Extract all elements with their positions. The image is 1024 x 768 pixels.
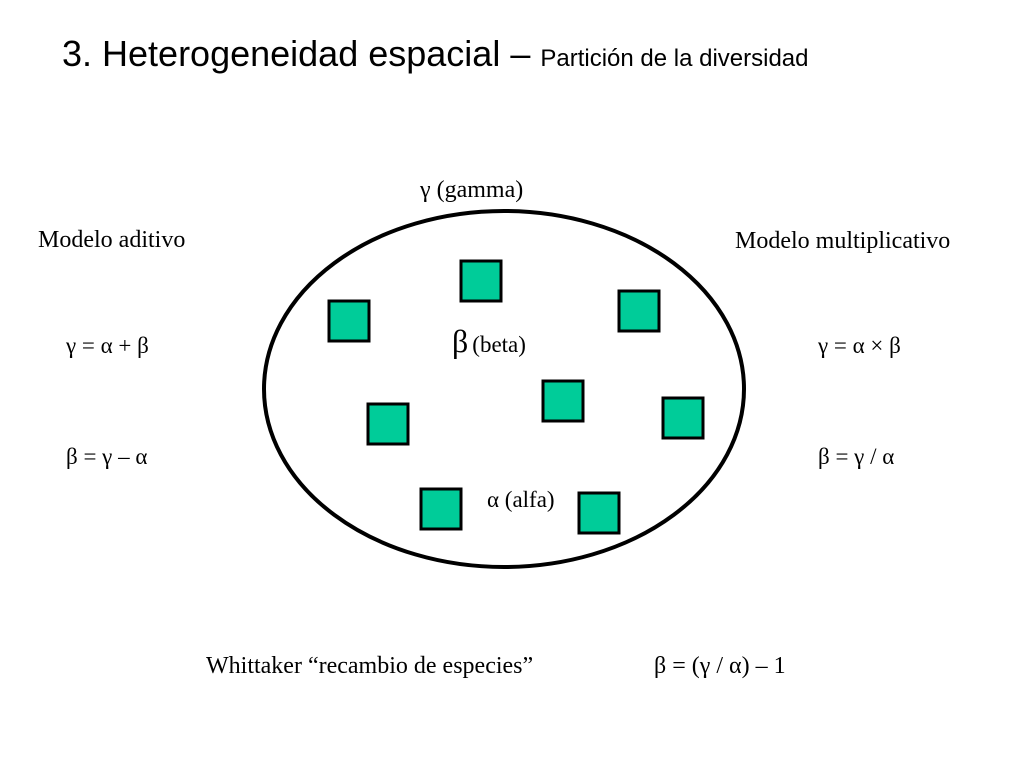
multiplicative-model-heading: Modelo multiplicativo xyxy=(735,228,951,254)
title-subtitle: Partición de la diversidad xyxy=(540,45,809,72)
additive-model-heading: Modelo aditivo xyxy=(38,227,186,253)
beta-symbol: β xyxy=(452,323,469,359)
whittaker-formula: β = (γ / α) – 1 xyxy=(654,653,786,679)
sample-square xyxy=(541,379,585,423)
multiplicative-formula-gamma: γ = α × β xyxy=(818,333,901,358)
sample-squares xyxy=(327,259,705,535)
title-main: 3. Heterogeneidad espacial – xyxy=(62,33,541,74)
sample-square xyxy=(459,259,503,303)
sample-square xyxy=(661,396,705,440)
sample-square xyxy=(617,289,661,333)
multiplicative-formula-beta: β = γ / α xyxy=(818,444,895,469)
gamma-region-ellipse xyxy=(262,209,746,569)
alpha-label: α (alfa) xyxy=(487,487,555,512)
additive-formula-beta: β = γ – α xyxy=(66,444,148,469)
sample-square xyxy=(366,402,410,446)
sample-square xyxy=(577,491,621,535)
sample-square xyxy=(327,299,371,343)
beta-label: β (beta) xyxy=(452,325,526,357)
sample-square xyxy=(419,487,463,531)
additive-formula-gamma: γ = α + β xyxy=(66,333,149,358)
whittaker-label: Whittaker “recambio de especies” xyxy=(206,653,534,679)
gamma-label: γ (gamma) xyxy=(420,177,524,203)
beta-text: (beta) xyxy=(472,332,526,357)
slide-title: 3. Heterogeneidad espacial – Partición d… xyxy=(62,36,809,72)
